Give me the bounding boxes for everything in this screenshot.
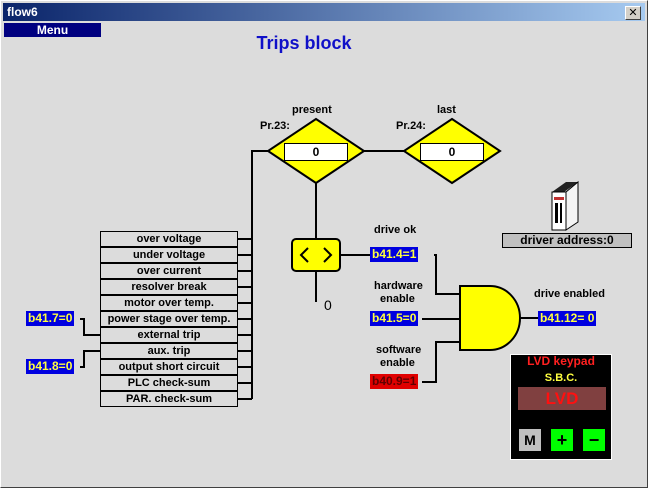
last-param-label: Pr.24: xyxy=(396,120,426,132)
last-value[interactable]: 0 xyxy=(420,143,484,161)
drive-enabled-label: drive enabled xyxy=(534,288,605,300)
software-enable-value[interactable]: b40.9=1 xyxy=(370,374,419,389)
trip-item: output short circuit xyxy=(100,359,238,375)
drive-ok-label: drive ok xyxy=(374,224,417,236)
trip-item: PLC check-sum xyxy=(100,375,238,391)
comparator-block xyxy=(291,238,341,272)
aux-trip-input[interactable]: b41.8=0 xyxy=(26,359,75,374)
hardware-enable-value[interactable]: b41.5=0 xyxy=(370,311,419,326)
trip-item: over current xyxy=(100,263,238,279)
window-title: flow6 xyxy=(7,5,38,19)
trip-item: resolver break xyxy=(100,279,238,295)
keypad-subtitle: S.B.C. xyxy=(544,372,578,384)
keypad-minus-button[interactable]: − xyxy=(583,429,605,451)
trip-item: external trip xyxy=(100,327,238,343)
present-param-label: Pr.23: xyxy=(260,120,290,132)
lvd-keypad: LVD keypad S.B.C. LVD M + − xyxy=(510,354,612,460)
drive-unit-icon xyxy=(551,180,579,231)
page-title: Trips block xyxy=(256,33,352,53)
present-caption: present xyxy=(292,104,332,116)
comparator-output-value: 0 xyxy=(324,297,332,313)
menu-button[interactable]: Menu xyxy=(4,23,101,37)
last-caption: last xyxy=(437,104,456,116)
software-enable-label-1: software xyxy=(376,344,422,356)
close-icon[interactable]: ✕ xyxy=(625,6,641,20)
trip-item: aux. trip xyxy=(100,343,238,359)
drive-ok-value[interactable]: b41.4=1 xyxy=(370,247,419,262)
and-gate xyxy=(459,285,521,351)
keypad-m-button[interactable]: M xyxy=(519,429,541,451)
trip-item: motor over temp. xyxy=(100,295,238,311)
driver-address: driver address:0 xyxy=(502,233,632,248)
title-bar: flow6 ✕ xyxy=(3,3,645,21)
trip-item: power stage over temp. xyxy=(100,311,238,327)
external-trip-input[interactable]: b41.7=0 xyxy=(26,311,75,326)
keypad-display: LVD xyxy=(518,387,606,410)
trip-item: under voltage xyxy=(100,247,238,263)
compare-arrows-icon xyxy=(299,247,309,263)
trip-item: PAR. check-sum xyxy=(100,391,238,407)
drive-enabled-value: b41.12= 0 xyxy=(538,311,597,326)
keypad-plus-button[interactable]: + xyxy=(551,429,573,451)
trip-item: over voltage xyxy=(100,231,238,247)
hardware-enable-label-1: hardware xyxy=(374,280,423,292)
hardware-enable-label-2: enable xyxy=(380,293,415,305)
software-enable-label-2: enable xyxy=(380,357,415,369)
present-value[interactable]: 0 xyxy=(284,143,348,161)
keypad-title: LVD keypad xyxy=(527,354,595,368)
